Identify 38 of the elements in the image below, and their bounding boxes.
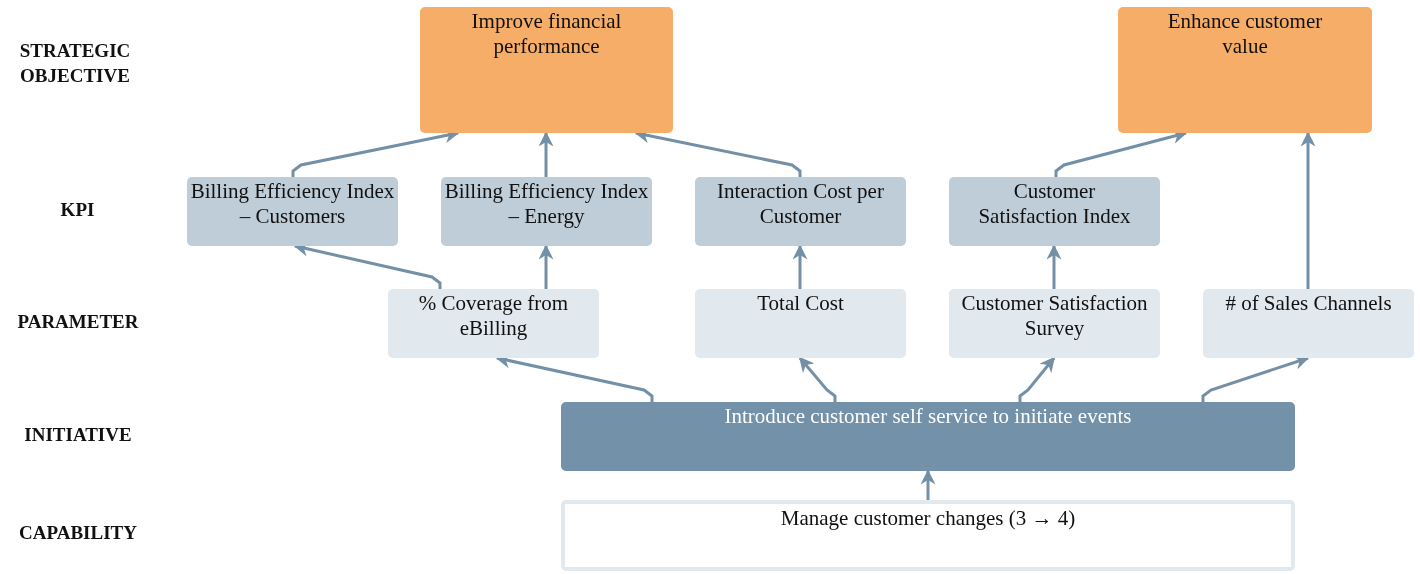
node-text: Enhance customer value (1166, 9, 1324, 59)
kpi-box (949, 177, 1160, 246)
kpi-box (695, 177, 906, 246)
row-label: INITIATIVE (23, 423, 133, 447)
kpi-box (187, 177, 398, 246)
parameter-box (388, 289, 599, 358)
node-text: # of Sales Channels (1225, 291, 1392, 316)
capability-box (561, 500, 1295, 571)
parameter-box (1203, 289, 1414, 358)
node-text: Billing Efficiency Index – Customers (189, 179, 396, 229)
objective-box (420, 7, 673, 133)
arrow (798, 356, 837, 402)
arrow (1201, 355, 1310, 402)
node-text: Manage customer changes (3 → 4) (780, 506, 1076, 531)
arrow (1300, 131, 1316, 289)
initiative-box (561, 402, 1295, 471)
node-text: Interaction Cost per Customer (716, 179, 885, 229)
node-text: Improve financial performance (470, 9, 623, 59)
arrow (1018, 356, 1056, 402)
objective-box (1118, 7, 1372, 133)
node-text: Customer Satisfaction Index (977, 179, 1132, 229)
row-label: STRATEGIC OBJECTIVE (18, 39, 132, 88)
row-label: PARAMETER (16, 310, 140, 334)
row-label: CAPABILITY (18, 521, 138, 545)
arrow (538, 131, 554, 177)
node-text: Billing Efficiency Index – Energy (443, 179, 650, 229)
arrow (538, 244, 554, 289)
parameter-box (949, 289, 1160, 358)
arrow (1046, 244, 1062, 289)
node-text: Total Cost (757, 291, 844, 316)
row-label: KPI (59, 198, 96, 222)
node-text: Customer Satisfaction Survey (960, 291, 1149, 341)
arrow (920, 469, 936, 500)
arrow (792, 244, 808, 289)
kpi-box (441, 177, 652, 246)
parameter-box (695, 289, 906, 358)
node-text: % Coverage from eBilling (417, 291, 570, 341)
node-text: Introduce customer self service to initiate events (724, 404, 1132, 429)
